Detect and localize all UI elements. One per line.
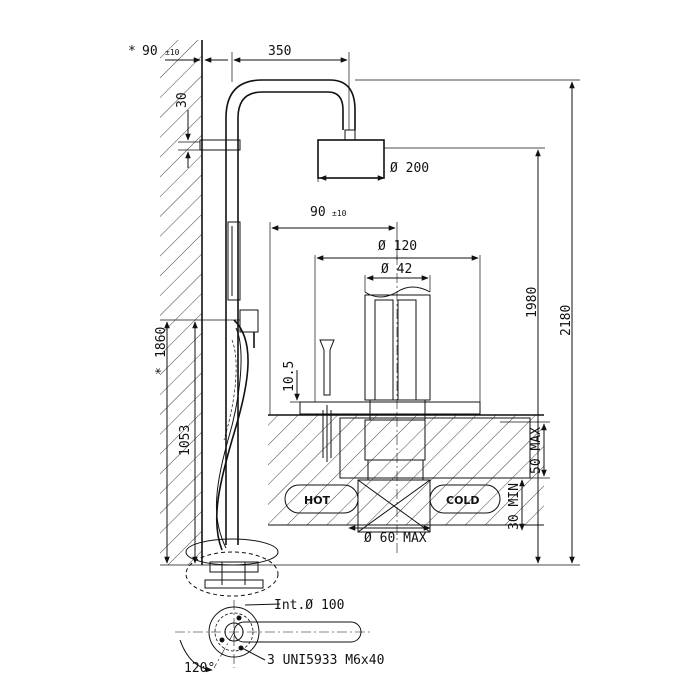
concealed-mixer bbox=[299, 255, 481, 555]
dimension-lines bbox=[160, 52, 580, 566]
dim-arm-drop: 30 bbox=[175, 92, 190, 108]
dim-mixer-offset-tol: ±10 bbox=[332, 209, 347, 218]
dim-screws: 3 UNI5933 M6x40 bbox=[267, 653, 384, 668]
shower-column bbox=[185, 79, 356, 597]
asterisk-mark-side: * bbox=[154, 367, 169, 375]
dim-wall-offset: 90 bbox=[142, 44, 158, 59]
dim-height-1980: 1980 bbox=[525, 287, 540, 318]
dimension-labels: * 90 ±10 350 30 Ø 200 1980 2180 * 1860 1… bbox=[128, 44, 574, 676]
floor-section bbox=[268, 414, 544, 526]
hot-label: HOT bbox=[304, 494, 331, 507]
shower-head bbox=[317, 129, 385, 179]
dim-height-1860: 1860 bbox=[154, 327, 169, 358]
dim-diameter-60-max: Ø 60 MAX bbox=[364, 531, 427, 546]
dim-mixer-offset: 90 bbox=[310, 205, 326, 220]
dim-diameter-42: Ø 42 bbox=[381, 262, 412, 277]
dim-angle: 120° bbox=[184, 661, 215, 676]
dim-base-int-diameter: Int.Ø 100 bbox=[274, 598, 344, 613]
dim-arm-length: 350 bbox=[268, 44, 291, 59]
asterisk-mark-top: * bbox=[128, 44, 136, 59]
wall bbox=[160, 40, 203, 565]
dim-max-50: 50 MAX bbox=[529, 427, 544, 474]
dim-wall-offset-tol: ±10 bbox=[165, 48, 180, 57]
dim-diameter-120: Ø 120 bbox=[378, 239, 417, 254]
dim-height-1053: 1053 bbox=[178, 425, 193, 456]
dim-depth-10-5: 10.5 bbox=[282, 361, 297, 392]
base-plan-view bbox=[175, 600, 372, 673]
cold-label: COLD bbox=[446, 494, 480, 507]
supply-pipes: HOT COLD bbox=[284, 484, 501, 514]
dim-min-30: 30 MIN bbox=[507, 483, 522, 530]
dim-head-diameter: Ø 200 bbox=[390, 161, 429, 176]
dim-height-2180: 2180 bbox=[559, 305, 574, 336]
